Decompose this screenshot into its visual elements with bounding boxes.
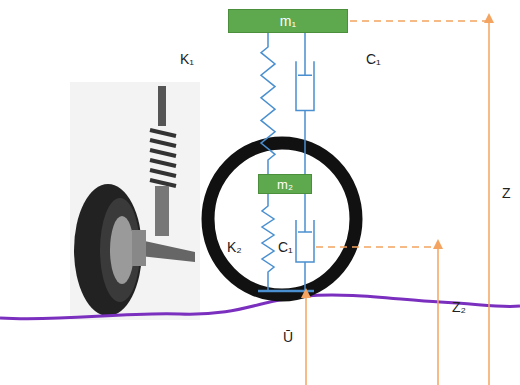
mass-label: m₁ xyxy=(280,13,296,29)
displacement-arrows xyxy=(306,21,489,385)
road-profile xyxy=(0,295,520,319)
suspension-spring xyxy=(261,33,275,174)
parameter-label: K₂ xyxy=(227,240,242,254)
parameter-label: Z xyxy=(502,186,511,200)
mass-block: m₁ xyxy=(228,9,348,33)
parameter-label: K₁ xyxy=(180,52,194,66)
suspension-damper xyxy=(296,33,314,174)
wheel-photo xyxy=(70,82,200,320)
parameter-label: C₁ xyxy=(366,52,381,66)
mass-block: m₂ xyxy=(258,174,312,194)
tyre-ring xyxy=(208,143,356,295)
tyre-damper xyxy=(258,194,314,291)
mass-label: m₂ xyxy=(277,177,293,192)
tyre-spring xyxy=(262,194,274,291)
parameter-label: Z₂ xyxy=(452,300,466,314)
parameter-label: Ū xyxy=(283,330,293,344)
parameter-label: C₁ xyxy=(278,240,293,254)
